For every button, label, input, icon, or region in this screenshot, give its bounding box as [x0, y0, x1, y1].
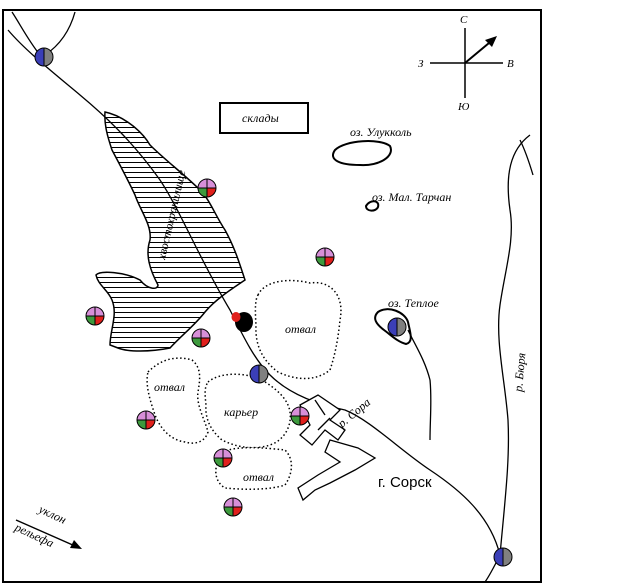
river-sora-line — [7, 29, 501, 556]
soil-point — [191, 328, 211, 348]
dump-east-label: отвал — [285, 322, 316, 336]
compass-north: С — [460, 14, 468, 26]
warehouse-box: склады — [219, 102, 309, 134]
wind-arrow-icon — [485, 36, 497, 47]
quarry-label: карьер — [224, 405, 258, 419]
dump-south-label: отвал — [243, 470, 274, 484]
lake-mal-tarchan-label: оз. Мал. Тарчан — [372, 190, 451, 204]
dump-west-label: отвал — [154, 380, 185, 394]
water-point — [34, 47, 54, 67]
tailings-pond — [95, 111, 246, 352]
dump-south: отвал — [215, 446, 293, 490]
town-sorsk — [297, 394, 377, 502]
soil-point — [136, 410, 156, 430]
soil-point — [223, 497, 243, 517]
water-point — [387, 317, 407, 337]
river-byura-line — [497, 134, 531, 556]
soil-point — [197, 178, 217, 198]
compass-south: Ю — [457, 101, 470, 113]
river-byura-label: р. Бюря — [511, 352, 528, 393]
soil-point — [213, 448, 233, 468]
soil-point — [85, 306, 105, 326]
dump-east: отвал — [254, 279, 342, 380]
water-point — [493, 547, 513, 567]
compass-east: В — [507, 58, 514, 70]
water-sampling-points — [34, 47, 513, 567]
emission-source-marker — [231, 312, 253, 332]
lake-mal-tarchan — [364, 200, 380, 212]
warehouse-label: склады — [242, 111, 279, 125]
dump-west: отвал — [146, 357, 209, 444]
lake-ulukkol-label: оз. Улукколь — [350, 125, 412, 139]
lake-teploe-label: оз. Теплое — [388, 296, 439, 310]
soil-point — [290, 406, 310, 426]
water-point — [249, 364, 269, 384]
slope-arrow-icon — [70, 540, 82, 549]
compass-west: З — [418, 58, 424, 70]
compass-rose: С Ю З В — [418, 14, 514, 113]
soil-sampling-points — [85, 178, 335, 517]
soil-point — [315, 247, 335, 267]
lake-ulukkol — [332, 140, 392, 167]
town-sorsk-label: г. Сорск — [378, 474, 432, 491]
